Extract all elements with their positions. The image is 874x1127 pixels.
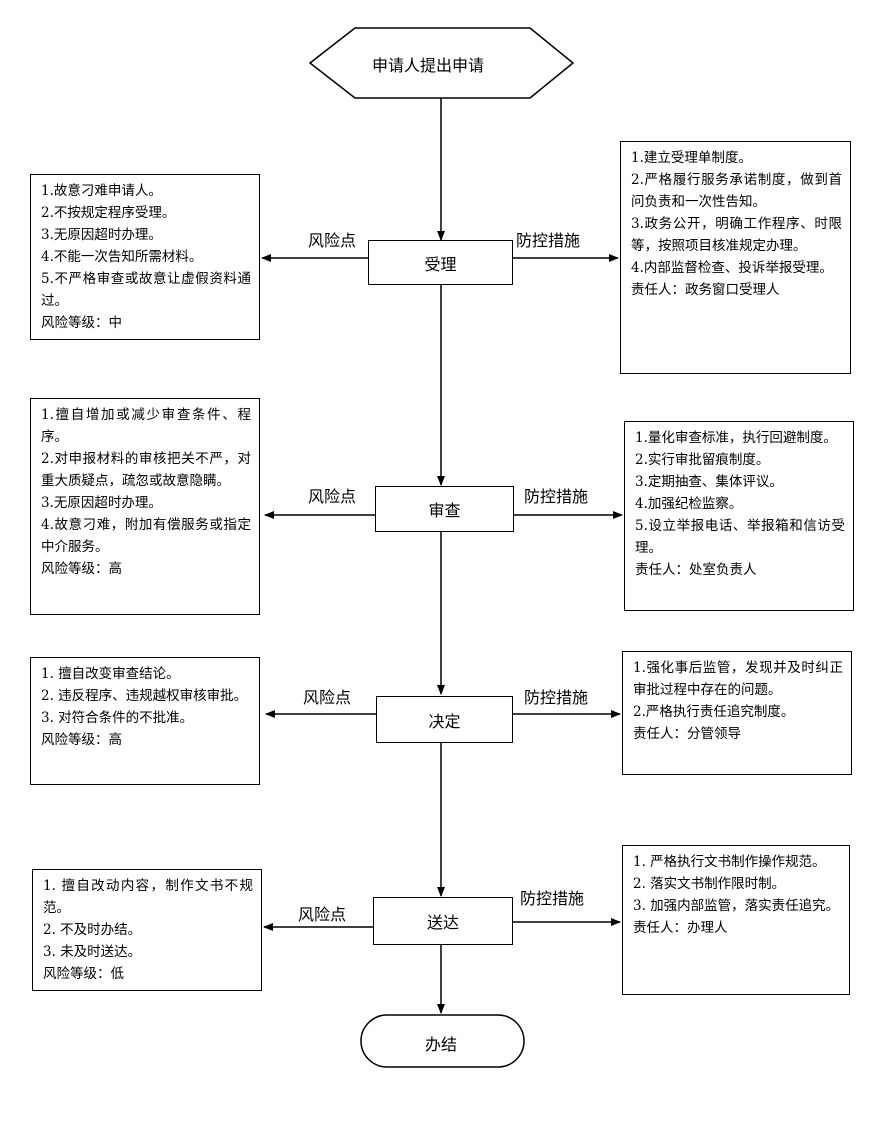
- risk-item: 2.对申报材料的审核把关不严，对重大质疑点，疏忽或故意隐瞒。: [41, 451, 251, 489]
- control-label: 防控措施: [524, 487, 589, 506]
- risk-item: 2. 不及时办结。: [43, 922, 142, 938]
- risk-item: 1. 擅自改变审查结论。: [41, 666, 180, 682]
- control-box-shouli: 1.建立受理单制度。 2.严格履行服务承诺制度，做到首问负责和一次性告知。 3.…: [620, 141, 851, 374]
- risk-level: 风险等级：中: [41, 315, 122, 331]
- end-node-shape: [360, 1014, 525, 1068]
- control-item: 2.实行审批留痕制度。: [635, 452, 770, 468]
- control-item: 1.强化事后监管，发现并及时纠正审批过程中存在的问题。: [633, 660, 843, 698]
- risk-box-jueding: 1. 擅自改变审查结论。 2. 违反程序、违规越权审核审批。 3. 对符合条件的…: [30, 657, 260, 785]
- risk-level: 风险等级：高: [41, 732, 122, 748]
- stage-label: 决定: [428, 711, 461, 731]
- risk-item: 1.擅自增加或减少审查条件、程序。: [41, 407, 251, 445]
- risk-label: 风险点: [308, 231, 357, 250]
- risk-item: 3. 对符合条件的不批准。: [41, 710, 194, 726]
- end-node-label: 办结: [425, 1035, 458, 1054]
- control-item: 4.加强纪检监察。: [635, 496, 743, 512]
- responsible-person: 责任人：处室负责人: [635, 562, 757, 578]
- risk-item: 3.无原因超时办理。: [41, 227, 162, 243]
- risk-box-songda: 1. 擅自改动内容，制作文书不规范。 2. 不及时办结。 3. 未及时送达。 风…: [32, 869, 262, 991]
- stage-node-shouli: 受理: [368, 240, 513, 285]
- risk-item: 2. 违反程序、违规越权审核审批。: [41, 688, 248, 704]
- control-item: 4.内部监督检查、投诉举报受理。: [631, 260, 833, 276]
- control-box-jueding: 1.强化事后监管，发现并及时纠正审批过程中存在的问题。 2.严格执行责任追究制度…: [622, 651, 852, 775]
- control-label: 防控措施: [516, 231, 581, 250]
- risk-item: 2.不按规定程序受理。: [41, 205, 176, 221]
- risk-level: 风险等级：低: [43, 966, 124, 982]
- risk-item: 4.不能一次告知所需材料。: [41, 249, 203, 265]
- risk-item: 1.故意刁难申请人。: [41, 183, 162, 199]
- control-label: 防控措施: [520, 889, 585, 908]
- control-item: 1.建立受理单制度。: [631, 150, 752, 166]
- stage-label: 送达: [426, 913, 459, 932]
- stage-node-shencha: 审查: [375, 486, 514, 532]
- risk-item: 1. 擅自改动内容，制作文书不规范。: [43, 878, 253, 916]
- control-item: 1.量化审查标准，执行回避制度。: [635, 430, 837, 446]
- start-node-label: 申请人提出申请: [372, 56, 485, 75]
- control-item: 3.定期抽查、集体评议。: [635, 474, 783, 490]
- risk-label: 风险点: [298, 905, 347, 924]
- control-item: 5.设立举报电话、举报箱和信访受理。: [635, 518, 845, 556]
- control-box-songda: 1. 严格执行文书制作操作规范。 2. 落实文书制作限时制。 3. 加强内部监管…: [622, 845, 850, 995]
- stage-label: 审查: [428, 501, 461, 520]
- control-item: 2. 落实文书制作限时制。: [633, 876, 786, 892]
- responsible-person: 责任人：分管领导: [633, 726, 741, 742]
- stage-node-songda: 送达: [373, 897, 513, 945]
- risk-label: 风险点: [308, 487, 357, 506]
- responsible-person: 责任人：政务窗口受理人: [631, 282, 780, 298]
- stage-label: 受理: [424, 254, 457, 274]
- risk-level: 风险等级：高: [41, 561, 122, 577]
- start-node-shape: [308, 27, 575, 99]
- control-label: 防控措施: [524, 688, 589, 707]
- risk-box-shencha: 1.擅自增加或减少审查条件、程序。 2.对申报材料的审核把关不严，对重大质疑点，…: [30, 398, 260, 615]
- risk-item: 3.无原因超时办理。: [41, 495, 162, 511]
- control-box-shencha: 1.量化审查标准，执行回避制度。 2.实行审批留痕制度。 3.定期抽查、集体评议…: [624, 421, 854, 611]
- risk-item: 5.不严格审查或故意让虚假资料通过。: [41, 271, 251, 309]
- control-item: 3.政务公开，明确工作程序、时限等，按照项目核准规定办理。: [631, 216, 842, 254]
- control-item: 3. 加强内部监管，落实责任追究。: [633, 898, 840, 914]
- risk-item: 4.故意刁难，附加有偿服务或指定中介服务。: [41, 517, 251, 555]
- control-item: 2.严格履行服务承诺制度，做到首问负责和一次性告知。: [631, 172, 842, 210]
- stage-node-jueding: 决定: [376, 696, 513, 743]
- control-item: 2.严格执行责任追究制度。: [633, 704, 795, 720]
- risk-item: 3. 未及时送达。: [43, 944, 142, 960]
- control-item: 1. 严格执行文书制作操作规范。: [633, 854, 826, 870]
- risk-box-shouli: 1.故意刁难申请人。 2.不按规定程序受理。 3.无原因超时办理。 4.不能一次…: [30, 174, 260, 340]
- risk-label: 风险点: [303, 688, 352, 707]
- responsible-person: 责任人：办理人: [633, 920, 728, 936]
